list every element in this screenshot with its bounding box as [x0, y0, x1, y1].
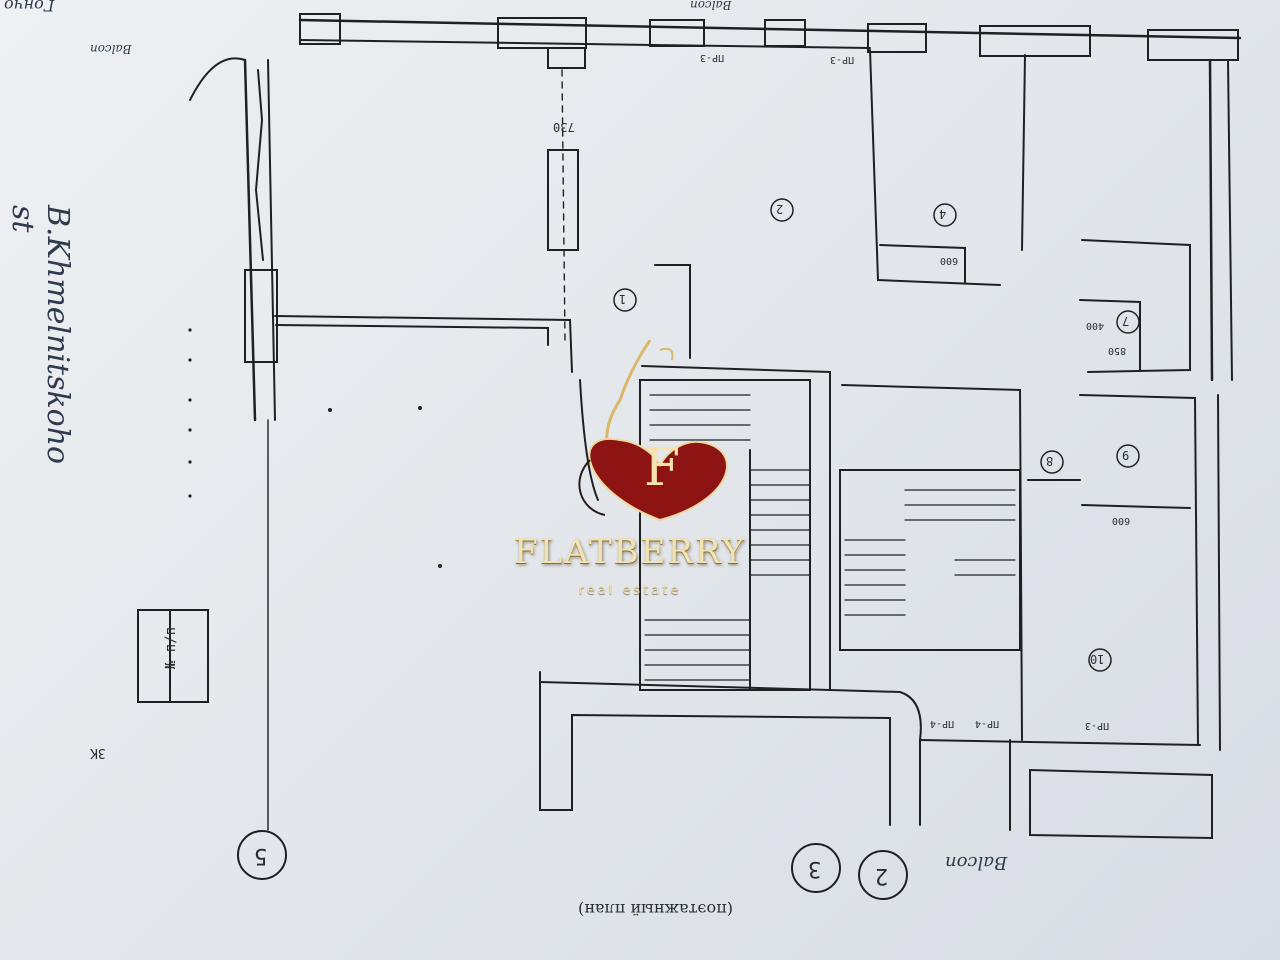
opening-code: ПР-3: [700, 52, 725, 63]
opening-code: ПР-4: [930, 718, 955, 729]
opening-code: ПР-3: [830, 54, 855, 65]
room-number: 9: [1122, 448, 1130, 462]
flatberry-logo-icon: F: [578, 340, 728, 522]
room-number: 7: [1122, 314, 1130, 328]
axis-label: 2: [875, 863, 889, 888]
logo-monogram: F: [644, 438, 680, 498]
logo-brand-name: FLATBERRY: [514, 532, 746, 572]
opening-code: ПР-4: [975, 718, 1000, 729]
room-number: 4: [939, 207, 947, 221]
dimension-label: 600: [940, 255, 959, 266]
top-scrawl: Гончо: [4, 0, 55, 15]
balcony-label: Balcon: [690, 0, 732, 12]
dimension-label: 730: [553, 120, 575, 134]
balcony-label: Balcon: [90, 42, 132, 56]
dimension-label: 850: [1108, 345, 1127, 356]
street-label: B.Khmelnitskoho st: [5, 205, 75, 465]
room-number: 8: [1046, 454, 1054, 468]
dimension-label: 400: [1086, 320, 1105, 331]
room-number: 2: [776, 202, 784, 216]
logo-tagline: real estate: [578, 583, 682, 598]
margin-note: ЗК: [90, 745, 106, 760]
plan-caption: (поэтажный план): [578, 900, 734, 919]
room-number: 10: [1090, 652, 1105, 666]
dimension-label: 600: [1112, 515, 1131, 526]
balcony-label: Balcon: [945, 852, 1008, 873]
opening-code: ПР-3: [1085, 720, 1110, 731]
table-header: № п/п: [163, 626, 180, 670]
axis-label: 5: [254, 843, 268, 868]
room-number: 1: [619, 292, 627, 306]
axis-label: 3: [808, 856, 822, 881]
